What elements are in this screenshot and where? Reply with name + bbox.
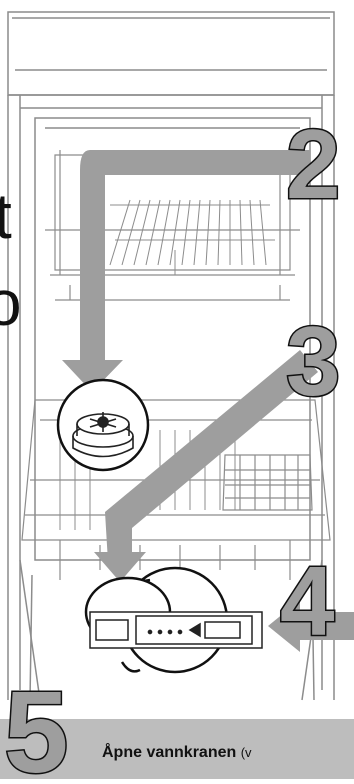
dispenser-icon (90, 612, 262, 648)
step-4-label: 4 (280, 546, 335, 656)
cutlery-basket (223, 455, 312, 510)
edge-fragment-bottom: o (0, 267, 22, 339)
step-2-label: 2 (286, 109, 341, 219)
step-5-label: 5 (4, 668, 69, 778)
upper-basket-tines (110, 200, 275, 275)
step-numbers: 2 3 4 (280, 109, 341, 656)
step-5-badge: 5 (0, 668, 100, 778)
step-3-label: 3 (286, 306, 341, 416)
arrow-step2 (62, 150, 310, 392)
salt-cap-zoom-circle (58, 380, 148, 470)
dispenser-zoom-circle (86, 568, 262, 672)
edge-fragments: t o (0, 180, 22, 339)
footer-instruction-main: Åpne vannkranen (102, 744, 236, 761)
footer-instruction-note: (v (241, 745, 252, 760)
edge-fragment-top: t (0, 180, 12, 252)
footer-instruction: Åpne vannkranen (v (102, 744, 252, 762)
